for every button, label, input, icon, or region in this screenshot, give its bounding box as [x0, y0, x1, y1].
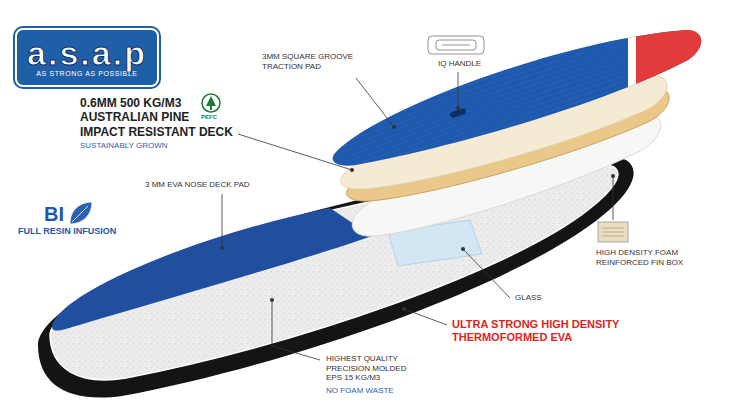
- callout-note: SUSTAINABLY GROWN: [80, 141, 168, 151]
- pad-nose: [636, 0, 743, 130]
- callout-note: NO FOAM WASTE: [326, 386, 394, 396]
- iq-handle-drawing: [428, 36, 484, 54]
- fin-box-picture: [598, 222, 628, 242]
- callout-label: GLASS: [515, 293, 542, 303]
- callout-label: IQ HANDLE: [438, 59, 481, 69]
- eps-core: [50, 165, 618, 380]
- thermoformed-rail: [38, 157, 634, 398]
- logo-badge: a.s.a.pAS STRONG AS POSSIBLE: [15, 28, 159, 87]
- logo-tagline: AS STRONG AS POSSIBLE: [27, 70, 147, 78]
- callout-label: HIGHEST QUALITY PRECISION MOLDED EPS 15 …: [326, 354, 418, 383]
- logo-text: BI: [44, 202, 64, 226]
- pefc-logo: [202, 94, 220, 112]
- callout-label: 3MM SQUARE GROOVE TRACTION PAD: [262, 52, 362, 71]
- logo-title: a.s.a.p: [27, 36, 147, 70]
- callout-label: 3 MM EVA NOSE DECK PAD: [145, 180, 250, 190]
- leader-lines: [222, 72, 613, 360]
- logo-text: PEFC: [201, 114, 217, 121]
- pad-stripe: [628, 0, 636, 130]
- leader-dots: [220, 106, 615, 311]
- callout-highlight: ULTRA STRONG HIGH DENSITY THERMOFORMED E…: [452, 318, 657, 344]
- logo-text: FULL RESIN INFUSION: [18, 226, 116, 237]
- bio-leaf: [70, 202, 92, 224]
- callout-label: HIGH DENSITY FOAM REINFORCED FIN BOX: [596, 248, 706, 267]
